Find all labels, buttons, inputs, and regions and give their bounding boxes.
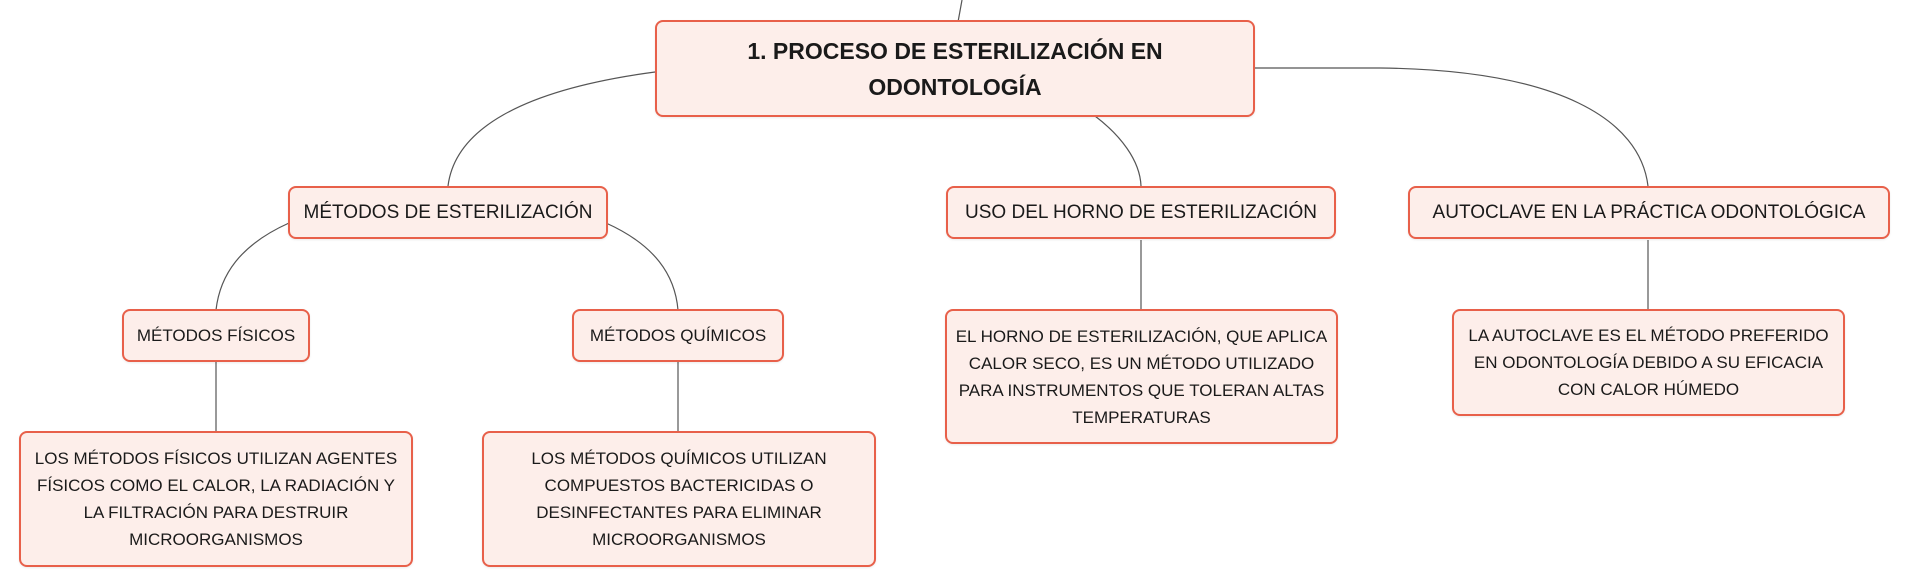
branch-label-metodos: MÉTODOS DE ESTERILIZACIÓN [303,201,593,223]
root-node[interactable]: 1. PROCESO DE ESTERILIZACIÓN EN ODONTOLO… [655,20,1255,117]
connector-root-horno [1094,115,1142,187]
connector-parent [957,0,963,23]
branch-node-autoclave[interactable]: AUTOCLAVE EN LA PRÁCTICA ODONTOLÓGICA [1408,186,1890,239]
connector-root-metodos [447,71,656,187]
description-node-quimicos[interactable]: LOS MÉTODOS QUÍMICOS UTILIZAN COMPUESTOS… [482,431,876,567]
connector-root-autoclave [1254,67,1649,187]
sub-branch-node-quimicos[interactable]: MÉTODOS QUÍMICOS [572,309,784,362]
branch-node-metodos[interactable]: MÉTODOS DE ESTERILIZACIÓN [288,186,608,239]
connector-metodos-fisicos [215,222,290,311]
sub-branch-label-quimicos: MÉTODOS QUÍMICOS [589,325,767,345]
description-node-autoclave[interactable]: LA AUTOCLAVE ES EL MÉTODO PREFERIDO EN O… [1452,309,1845,416]
description-text-fisicos: LOS MÉTODOS FÍSICOS UTILIZAN AGENTES FÍS… [34,449,398,549]
sub-branch-node-fisicos[interactable]: MÉTODOS FÍSICOS [122,309,310,362]
branch-node-horno[interactable]: USO DEL HORNO DE ESTERILIZACIÓN [946,186,1336,239]
branch-label-horno: USO DEL HORNO DE ESTERILIZACIÓN [965,201,1317,223]
description-node-fisicos[interactable]: LOS MÉTODOS FÍSICOS UTILIZAN AGENTES FÍS… [19,431,413,567]
branch-label-autoclave: AUTOCLAVE EN LA PRÁCTICA ODONTOLÓGICA [1432,201,1866,223]
description-text-autoclave: LA AUTOCLAVE ES EL MÉTODO PREFERIDO EN O… [1468,326,1829,399]
description-text-quimicos: LOS MÉTODOS QUÍMICOS UTILIZAN COMPUESTOS… [531,449,827,549]
connector-metodos-quimicos [605,222,679,311]
description-node-horno[interactable]: EL HORNO DE ESTERILIZACIÓN, QUE APLICA C… [945,309,1338,444]
root-label: 1. PROCESO DE ESTERILIZACIÓN EN ODONTOLO… [747,37,1163,100]
sub-branch-label-fisicos: MÉTODOS FÍSICOS [136,325,296,345]
description-text-horno: EL HORNO DE ESTERILIZACIÓN, QUE APLICA C… [955,326,1328,427]
